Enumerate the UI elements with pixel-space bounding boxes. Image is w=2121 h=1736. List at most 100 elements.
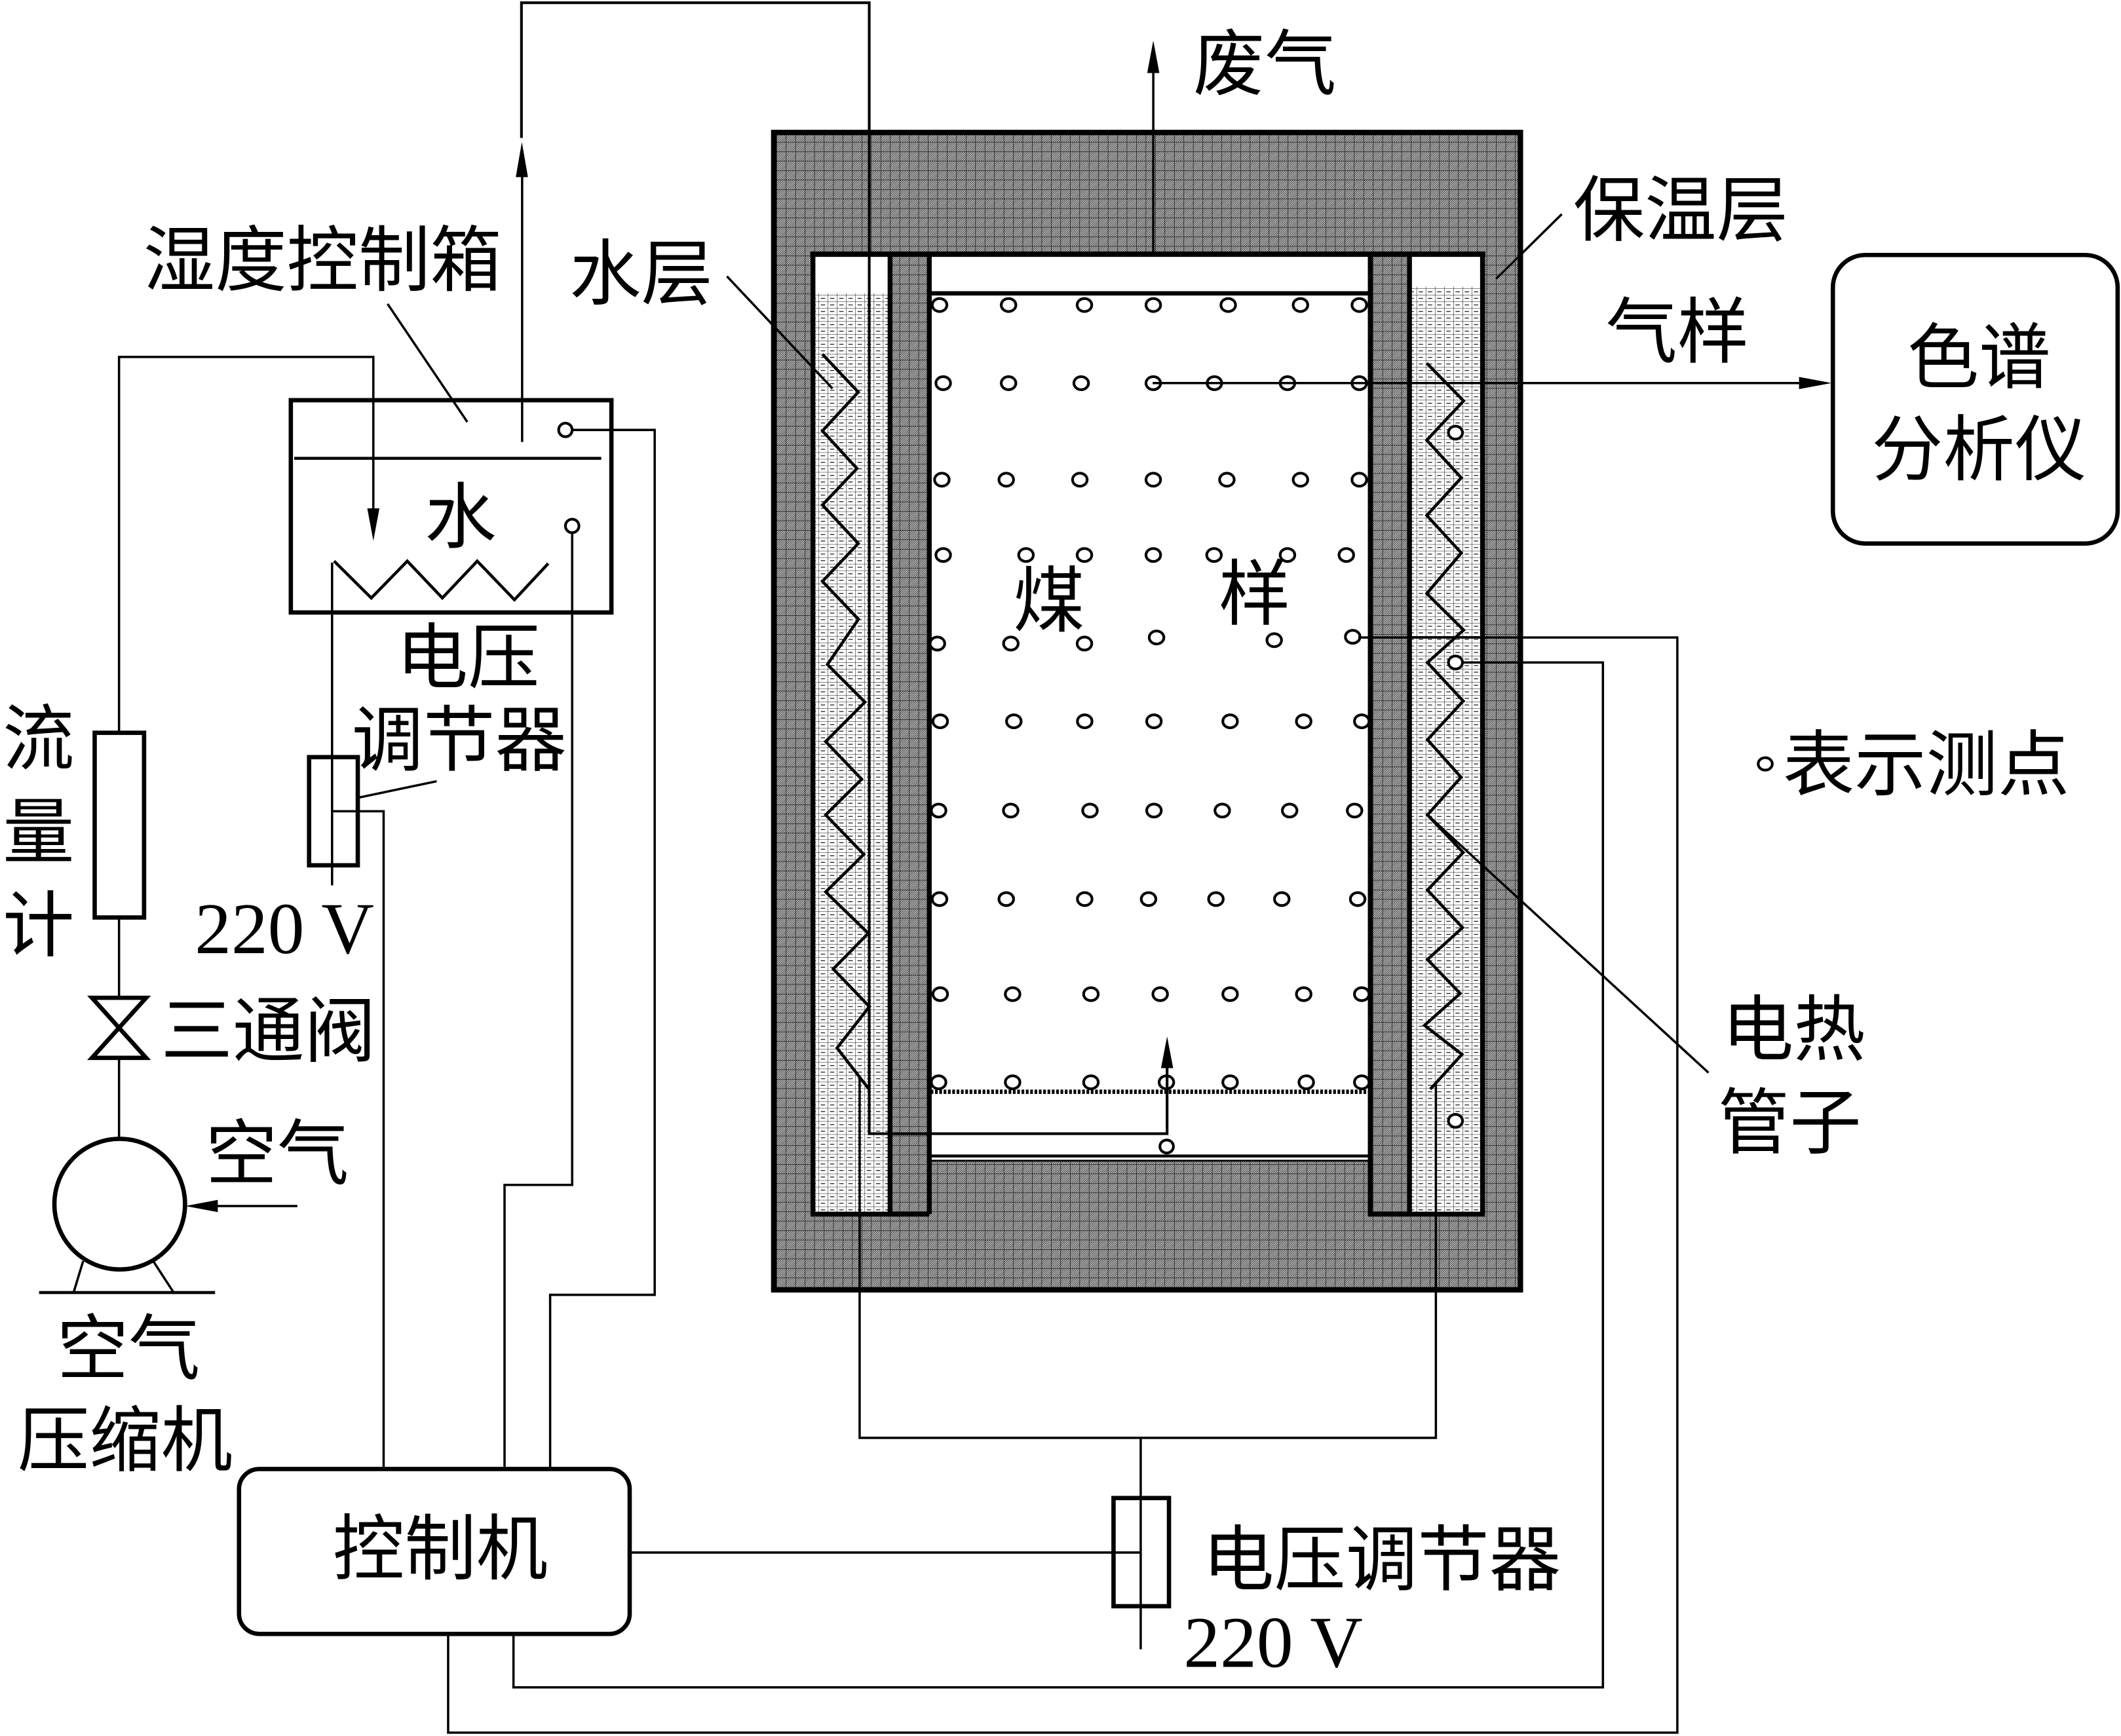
measurement-point — [1221, 1074, 1239, 1091]
right-water-jacket — [1409, 286, 1483, 1215]
measurement-point — [1447, 425, 1464, 441]
measurement-point — [1265, 632, 1283, 649]
measurement-point — [1207, 891, 1225, 907]
humidity-box-label: 湿度控制箱 — [143, 218, 502, 302]
measurement-point — [934, 547, 952, 563]
measurement-point — [1350, 297, 1368, 313]
measurement-point — [1353, 986, 1371, 1002]
measurement-point — [1291, 472, 1309, 488]
measurement-point — [1081, 802, 1099, 819]
measurement-point — [930, 1074, 947, 1091]
humidifier-heater-coil — [333, 559, 550, 602]
measurement-point — [1221, 713, 1239, 730]
coal-sample-label-char2: 样 — [1219, 552, 1290, 636]
measurement-point — [930, 297, 949, 313]
measurement-point — [1082, 1074, 1100, 1091]
measurement-point — [1447, 1112, 1464, 1129]
jacket-sensor-wire — [512, 661, 1605, 1689]
measurement-point — [1144, 547, 1162, 563]
reactor-assembly — [771, 130, 1523, 1293]
heating-tube-leader-line — [1426, 813, 1710, 1074]
measurement-point — [1221, 986, 1239, 1002]
air-compressor-label-line1: 空气 — [57, 1307, 201, 1391]
humidity-sensor-lower-wire — [503, 531, 574, 1471]
measurement-point — [1075, 547, 1094, 563]
exhaust-gas-label: 废气 — [1193, 22, 1337, 106]
chromatograph-box — [1830, 252, 2120, 546]
measurement-point — [1350, 472, 1368, 488]
insulation-leader-line — [1495, 213, 1563, 280]
measurement-point — [1000, 297, 1018, 313]
controller-label: 控制机 — [333, 1507, 548, 1591]
coal-sample-label-char1: 煤 — [1013, 559, 1084, 643]
measurement-point — [1000, 375, 1018, 391]
measurement-point — [934, 375, 952, 391]
air-compressor-icon — [39, 1137, 216, 1294]
water-label: 水 — [425, 476, 496, 559]
measurement-point — [1075, 635, 1094, 652]
measurement-point — [1273, 891, 1291, 907]
legend-label: 表示测点 — [1783, 723, 2070, 806]
measurement-point — [1353, 713, 1371, 730]
left-heating-tube — [820, 353, 871, 1091]
coal-chamber — [929, 254, 1371, 1161]
heating-tube-leads — [858, 1076, 1438, 1439]
upper-regulator-label-line2: 调节器 — [352, 698, 567, 782]
left-jacket-outline — [810, 254, 932, 1217]
measurement-point — [1072, 375, 1090, 391]
humidity-sensor-upper — [557, 421, 574, 438]
measurement-point — [1145, 713, 1163, 730]
chamber-sensor-wire — [447, 636, 1679, 1734]
measurement-point — [1205, 547, 1223, 563]
measurement-point — [1219, 297, 1237, 313]
upper-regulator-wiper-line — [331, 810, 385, 1471]
three-way-valve-icon — [86, 995, 151, 1061]
air-inlet-label: 空气 — [206, 1112, 349, 1196]
measurement-point — [933, 472, 951, 488]
measurement-point — [1005, 713, 1023, 730]
heating-tube-label-line1: 电热 — [1722, 988, 1865, 1072]
measurement-point — [1348, 891, 1367, 907]
right-heating-tube — [1422, 362, 1466, 1091]
measurement-point — [1076, 713, 1094, 730]
measurement-point — [928, 635, 946, 652]
water-layer-label: 水层 — [569, 232, 713, 316]
upper-regulator-label-line1: 电压 — [396, 616, 540, 700]
measurement-point — [1082, 986, 1100, 1002]
arrow-up-icon — [516, 142, 528, 178]
flowmeter-label-char3: 计 — [3, 884, 74, 968]
air-supply-pipe — [117, 356, 375, 734]
chromatograph-label-line2: 分析仪 — [1871, 407, 2086, 491]
measurement-point — [1218, 472, 1236, 488]
arrow-up-icon — [1160, 1036, 1174, 1068]
measurement-point — [1071, 472, 1089, 488]
lower-voltage-regulator — [1111, 1496, 1172, 1609]
measurement-point — [1144, 472, 1162, 488]
measurement-point — [1297, 1074, 1315, 1091]
measurement-point — [1353, 1074, 1371, 1091]
three-way-valve-label: 三通阀 — [161, 989, 376, 1073]
measurement-point — [1295, 986, 1312, 1002]
lower-regulator-label: 电压调节器 — [1202, 1518, 1561, 1602]
humid-air-pipe-top — [520, 1, 1169, 1135]
measurement-point — [1447, 654, 1464, 671]
left-water-jacket — [812, 293, 890, 1215]
upper-regulator-leader-line — [356, 780, 437, 799]
measurement-point — [1344, 629, 1362, 645]
lower-supply-voltage-label: 220 V — [1183, 1603, 1363, 1684]
humidity-sensor-upper-wire — [548, 428, 656, 1471]
compressor-tank — [52, 1137, 187, 1272]
measurement-point — [930, 802, 947, 819]
upper-supply-voltage-label: 220 V — [195, 889, 374, 970]
measurement-point — [1075, 297, 1094, 313]
gas-sample-label: 气样 — [1605, 290, 1749, 374]
flowmeter — [92, 730, 147, 920]
measurement-point — [1147, 630, 1166, 646]
measurement-point — [1213, 802, 1231, 819]
arrow-left-icon — [185, 1199, 218, 1213]
arrow-up-icon — [1147, 40, 1160, 73]
arrow-right-icon — [1799, 377, 1832, 389]
measurement-point — [1145, 802, 1163, 819]
measurement-point — [997, 472, 1015, 488]
